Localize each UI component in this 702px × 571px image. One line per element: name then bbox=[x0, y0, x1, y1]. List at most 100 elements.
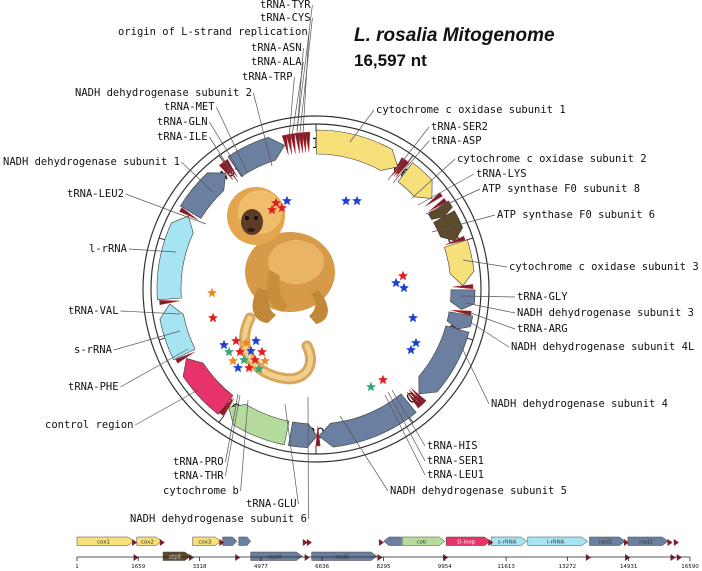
variant-star bbox=[408, 312, 418, 323]
leader-line bbox=[225, 393, 239, 463]
variant-star bbox=[233, 362, 243, 373]
variant-star bbox=[399, 282, 409, 293]
gene-label-l-rrna: l-rRNA bbox=[89, 243, 128, 255]
trna-marker bbox=[223, 158, 238, 178]
leader-line bbox=[240, 399, 249, 492]
gene-label-trna-gly: tRNA-GLY bbox=[517, 291, 568, 303]
linear-tick-label: 11613 bbox=[497, 564, 515, 570]
linear-feature bbox=[589, 536, 626, 546]
gene-label-nadh-dehydrogenase-subunit-6: NADH dehydrogenase subunit 6 bbox=[130, 513, 307, 525]
leader-line bbox=[387, 126, 430, 181]
trna-marker bbox=[218, 162, 234, 181]
variant-star bbox=[282, 195, 292, 206]
trna-marker bbox=[428, 197, 447, 212]
gene-label-nadh-dehydrogenase-subunit-4: NADH dehydrogenase subunit 4 bbox=[491, 398, 668, 410]
gene-label-trna-ser2: tRNA-SER2 bbox=[431, 121, 488, 133]
linear-trna-marker bbox=[306, 539, 312, 546]
linear-trna-marker bbox=[673, 539, 679, 546]
gene-label-trna-gln: tRNA-GLN bbox=[157, 116, 208, 128]
leader-line bbox=[209, 136, 239, 183]
gene-arc-atp6 bbox=[433, 210, 463, 242]
gene-arc-nad1 bbox=[179, 172, 227, 219]
gene-arc-l-rrna bbox=[156, 215, 194, 301]
variant-star bbox=[207, 287, 217, 298]
genome-length: 16,597 nt bbox=[354, 51, 427, 70]
linear-label-s-rrna: s-rRNA bbox=[498, 539, 517, 545]
gene-label-trna-tyr: tRNA-TYR bbox=[260, 0, 311, 11]
leader-line bbox=[384, 394, 426, 476]
linear-trna-marker bbox=[585, 554, 591, 561]
linear-label-cox3: cox3 bbox=[198, 539, 211, 545]
variant-star bbox=[406, 344, 416, 355]
linear-trna-marker bbox=[132, 539, 138, 546]
linear-tick-label: 16590 bbox=[681, 564, 699, 570]
gene-label-trna-glu: tRNA-GLU bbox=[246, 498, 297, 510]
linear-feature bbox=[401, 536, 446, 546]
variant-star bbox=[341, 195, 351, 206]
variant-star bbox=[267, 204, 277, 215]
leader-line bbox=[225, 394, 241, 477]
leader-line bbox=[296, 47, 304, 135]
leader-line bbox=[302, 31, 310, 135]
linear-feature bbox=[136, 536, 163, 546]
gene-label-trna-ile: tRNA-ILE bbox=[157, 131, 208, 143]
linear-tick-label: 1 bbox=[75, 564, 79, 570]
gene-label-trna-asn: tRNA-ASN bbox=[251, 42, 302, 54]
leader-line bbox=[461, 347, 490, 405]
linear-tick-label: 6636 bbox=[315, 564, 329, 570]
linear-tick-label: 13272 bbox=[559, 564, 577, 570]
gene-arc-nad2 bbox=[227, 137, 286, 177]
gene-label-origin-of-l-strand-replication: origin of L-strand replication bbox=[118, 26, 308, 38]
linear-trna-marker bbox=[189, 554, 195, 561]
leader-line bbox=[120, 348, 189, 388]
gene-label-trna-val: tRNA-VAL bbox=[68, 305, 119, 317]
gene-arc-cob bbox=[228, 404, 290, 446]
leader-line bbox=[425, 188, 481, 215]
gene-label-s-rrna: s-rRNA bbox=[74, 344, 113, 356]
gene-label-trna-phe: tRNA-PHE bbox=[68, 381, 119, 393]
linear-trna-marker bbox=[378, 539, 384, 546]
variant-star bbox=[277, 202, 287, 213]
linear-feature bbox=[445, 536, 491, 546]
leader-line bbox=[296, 4, 313, 131]
gene-label-nadh-dehydrogenase-subunit-1: NADH dehydrogenase subunit 1 bbox=[3, 156, 180, 168]
gene-arc-cox1 bbox=[315, 129, 399, 171]
variant-star bbox=[244, 362, 254, 373]
linear-trna-marker bbox=[667, 539, 673, 546]
linear-trna-marker bbox=[443, 554, 449, 561]
linear-label-l-rrna: l-rRNA bbox=[547, 539, 565, 545]
linear-label-nad2: nad2 bbox=[639, 539, 653, 545]
variant-star bbox=[235, 346, 245, 357]
leader-line bbox=[431, 214, 496, 233]
variant-star bbox=[246, 345, 256, 356]
gene-label-trna-thr: tRNA-THR bbox=[173, 470, 224, 482]
trna-marker bbox=[445, 235, 466, 245]
gene-label-atp-synthase-f0-subunit-6: ATP synthase F0 subunit 6 bbox=[497, 209, 655, 221]
variant-star bbox=[208, 312, 218, 323]
gene-label-trna-leu2: tRNA-LEU2 bbox=[67, 188, 124, 200]
linear-feature bbox=[250, 551, 303, 561]
trna-marker bbox=[285, 133, 293, 155]
gene-arc-nad4l bbox=[446, 311, 474, 330]
trna-marker bbox=[315, 425, 321, 447]
leader-line bbox=[125, 193, 207, 225]
linear-trna-marker bbox=[133, 554, 139, 561]
linear-trna-marker bbox=[488, 539, 494, 546]
gene-label-nadh-dehydrogenase-subunit-3: NADH dehydrogenase subunit 3 bbox=[517, 307, 694, 319]
leader-line bbox=[469, 321, 510, 348]
trna-marker bbox=[218, 397, 233, 416]
leader-line bbox=[391, 389, 426, 447]
linear-feature bbox=[222, 536, 238, 546]
linear-label-nad1: nad1 bbox=[598, 539, 612, 545]
trna-marker bbox=[425, 192, 443, 207]
leader-line bbox=[465, 302, 516, 314]
gene-label-nadh-dehydrogenase-subunit-2: NADH dehydrogenase subunit 2 bbox=[75, 87, 252, 99]
leader-line bbox=[411, 158, 456, 199]
linear-trna-marker bbox=[676, 554, 682, 561]
ring-tick-mark bbox=[218, 155, 225, 163]
gene-label-trna-cys: tRNA-CYS bbox=[260, 12, 311, 24]
variant-star bbox=[231, 335, 241, 346]
